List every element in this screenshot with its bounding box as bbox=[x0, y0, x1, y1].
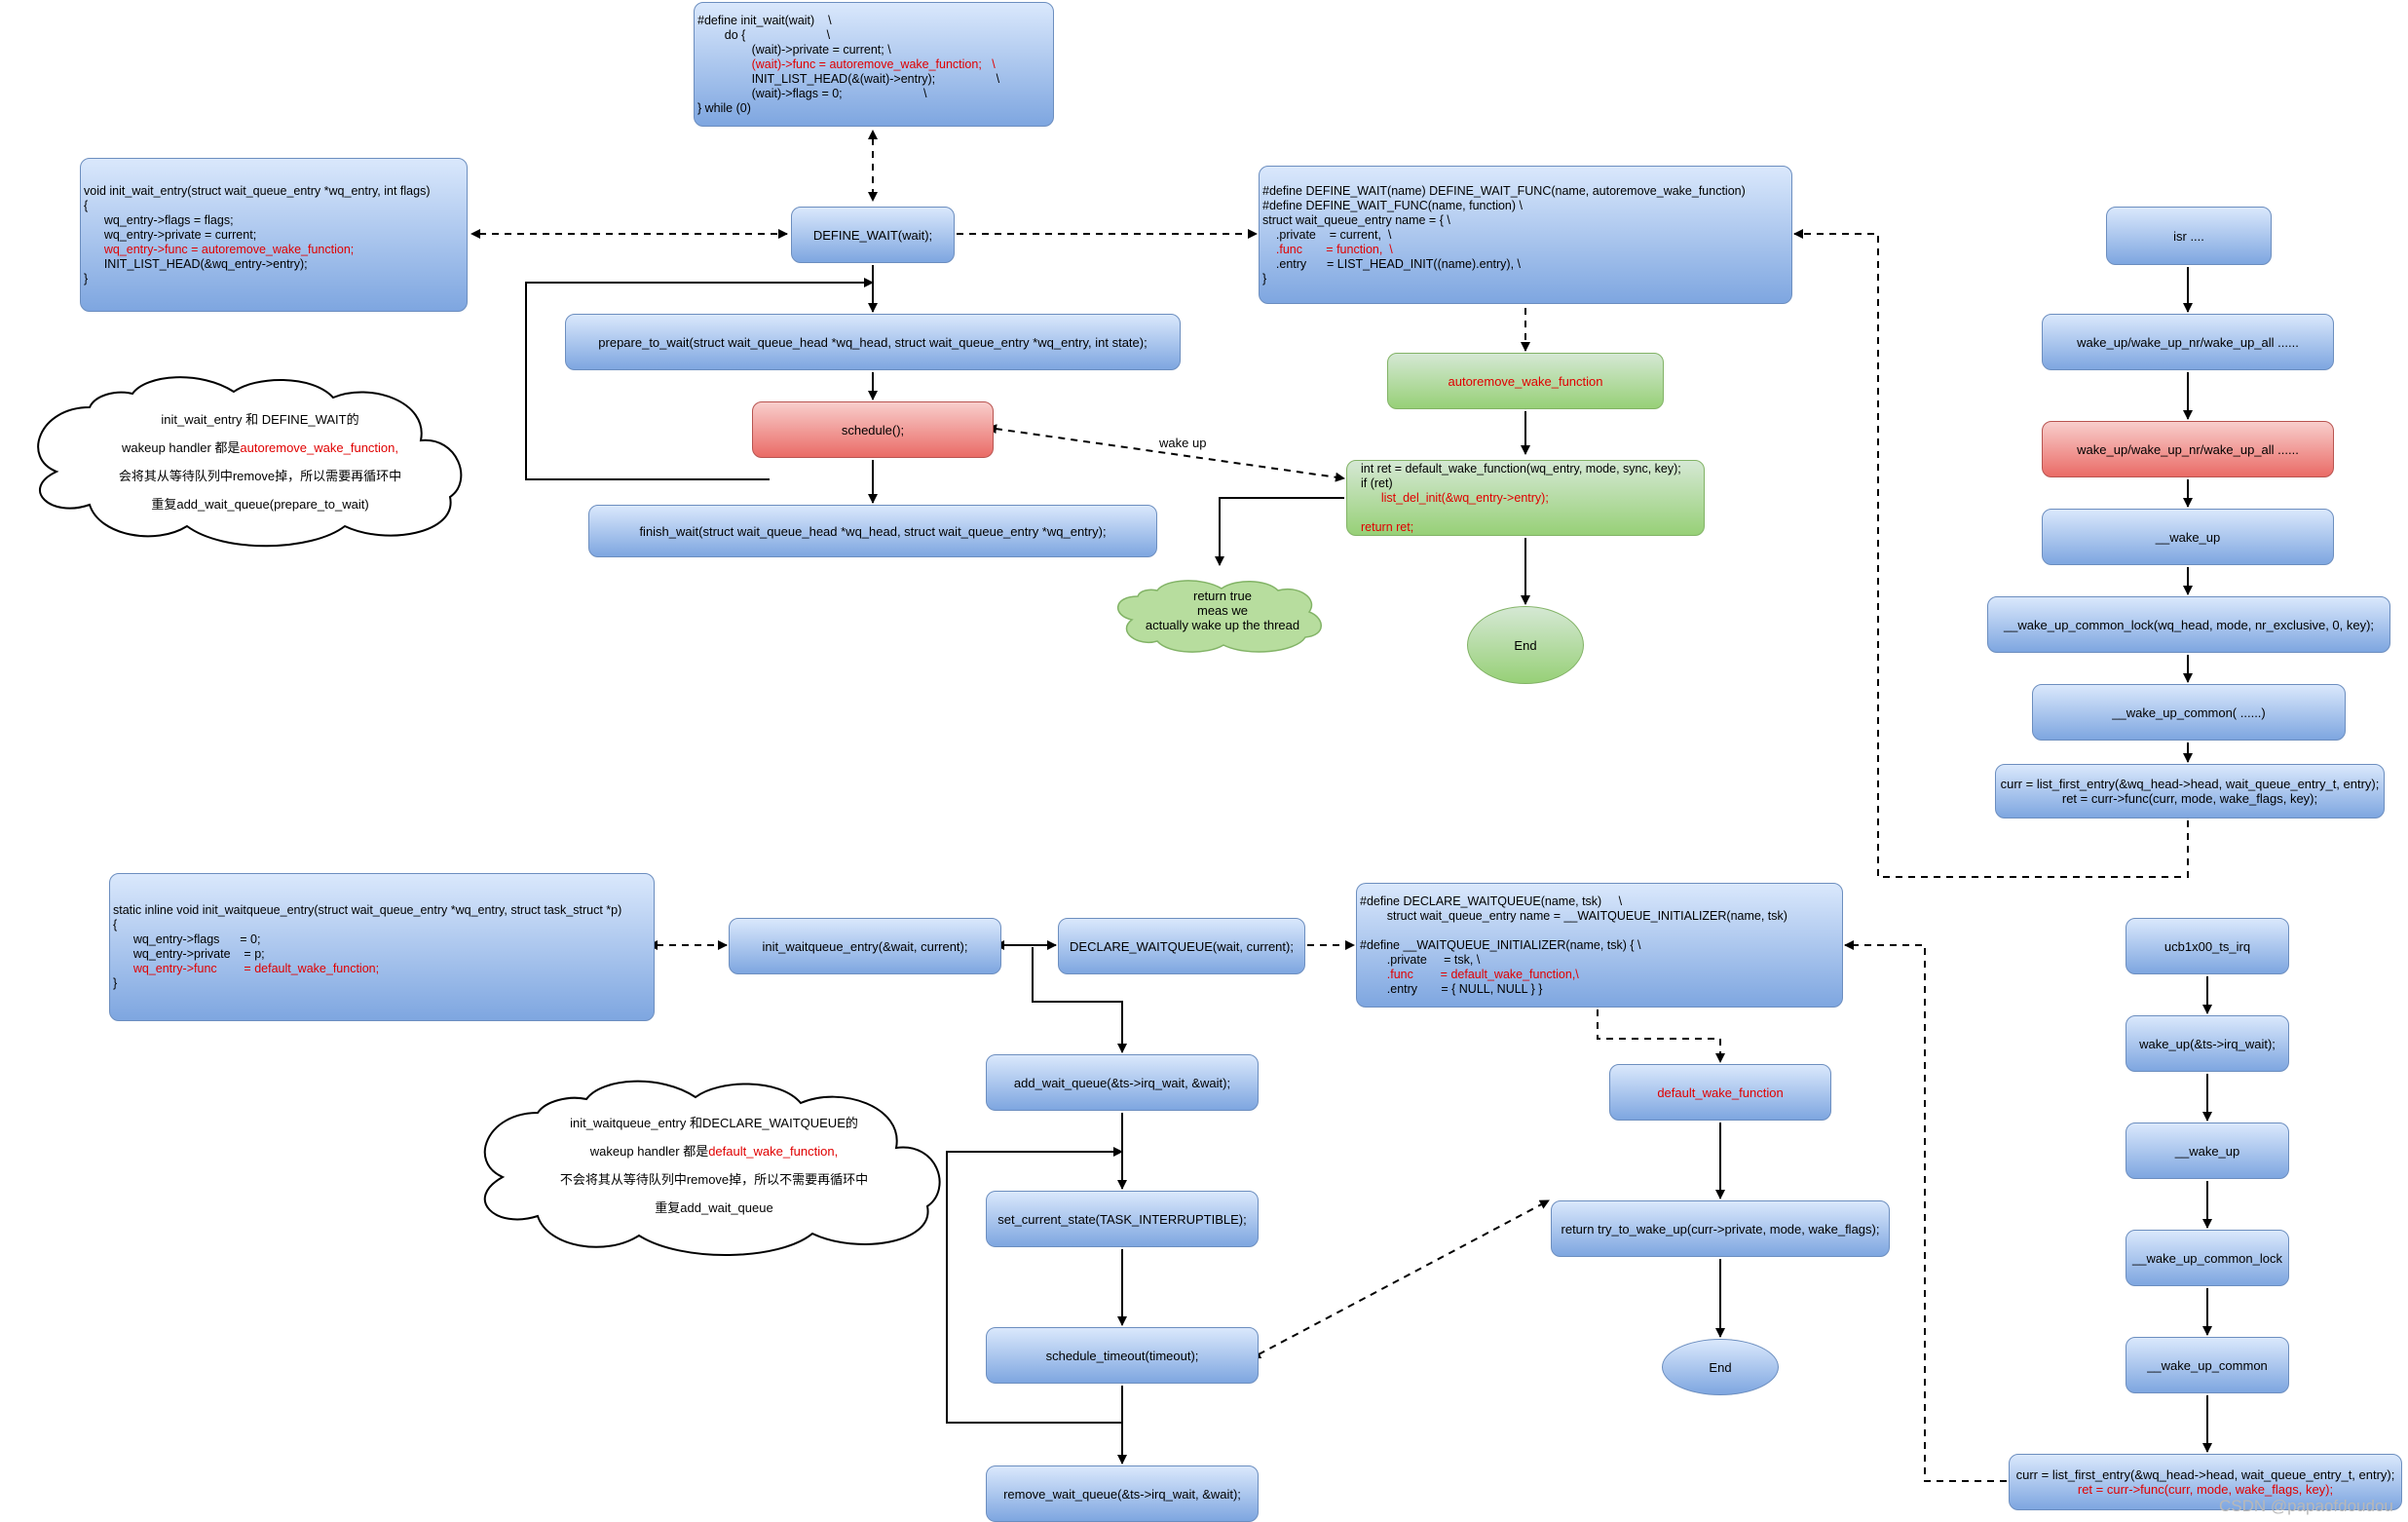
init-waitqueue-call-node: init_waitqueue_entry(&wait, current); bbox=[729, 918, 1001, 974]
curr-func-node-bottom: curr = list_first_entry(&wq_head->head, … bbox=[2009, 1454, 2402, 1510]
declare-waitqueue-macro-box: #define DECLARE_WAITQUEUE(name, tsk) \ s… bbox=[1356, 883, 1843, 1008]
cloud-shape bbox=[1116, 580, 1322, 653]
autoremove-note-cloud: init_wait_entry 和 DEFINE_WAIT的 wakeup ha… bbox=[118, 412, 402, 512]
init-wait-entry-box: void init_wait_entry(struct wait_queue_e… bbox=[80, 158, 468, 312]
finish-wait-node: finish_wait(struct wait_queue_head *wq_h… bbox=[588, 505, 1157, 557]
init-waitqueue-entry-def-code: static inline void init_waitqueue_entry(… bbox=[113, 903, 622, 990]
wake-up-common-node: __wake_up_common( ......) bbox=[2032, 684, 2346, 741]
isr-node: isr .... bbox=[2106, 207, 2272, 265]
define-wait-macro-box: #define DEFINE_WAIT(name) DEFINE_WAIT_FU… bbox=[1259, 166, 1792, 304]
define-wait-node: DEFINE_WAIT(wait); bbox=[791, 207, 955, 263]
try-to-wake-up-node: return try_to_wake_up(curr->private, mod… bbox=[1551, 1200, 1890, 1257]
define-wait-macro-code: #define DEFINE_WAIT(name) DEFINE_WAIT_FU… bbox=[1262, 183, 1746, 285]
wake-up-irq-wait-node: wake_up(&ts->irq_wait); bbox=[2126, 1015, 2289, 1072]
autoremove-wake-function-label: autoremove_wake_function bbox=[1448, 373, 1603, 389]
finish-wait-label: finish_wait(struct wait_queue_head *wq_h… bbox=[639, 523, 1107, 539]
curr-func-node-top: curr = list_first_entry(&wq_head->head, … bbox=[1995, 764, 2385, 818]
schedule-node: schedule(); bbox=[752, 401, 994, 458]
wake-up-internal-node: __wake_up bbox=[2042, 509, 2334, 565]
remove-wait-queue-node: remove_wait_queue(&ts->irq_wait, &wait); bbox=[986, 1465, 1259, 1522]
end-node-bottom: End bbox=[1662, 1339, 1779, 1395]
cloud-shape bbox=[483, 1080, 941, 1257]
prepare-to-wait-label: prepare_to_wait(struct wait_queue_head *… bbox=[598, 334, 1148, 350]
autoremove-body-box: int ret = default_wake_function(wq_entry… bbox=[1346, 460, 1705, 536]
prepare-to-wait-node: prepare_to_wait(struct wait_queue_head *… bbox=[565, 314, 1181, 370]
schedule-timeout-node: schedule_timeout(timeout); bbox=[986, 1327, 1259, 1384]
default-wake-note-cloud: init_waitqueue_entry 和DECLARE_WAITQUEUE的… bbox=[559, 1116, 869, 1215]
init-wait-macro-code: #define init_wait(wait) \ do { \ (wait)-… bbox=[697, 13, 1000, 115]
ucb1x00-ts-irq-node: ucb1x00_ts_irq bbox=[2126, 918, 2289, 974]
default-wake-function-node: default_wake_function bbox=[1609, 1064, 1831, 1121]
define-wait-label: DEFINE_WAIT(wait); bbox=[812, 227, 933, 243]
declare-waitqueue-call-node: DECLARE_WAITQUEUE(wait, current); bbox=[1058, 918, 1305, 974]
wake-up-common-lock-node: __wake_up_common_lock(wq_head, mode, nr_… bbox=[1987, 596, 2390, 653]
wake-up-common-lock-node-bottom: __wake_up_common_lock bbox=[2126, 1230, 2289, 1286]
wake-up-node-1: wake_up/wake_up_nr/wake_up_all ...... bbox=[2042, 314, 2334, 370]
init-waitqueue-entry-def-box: static inline void init_waitqueue_entry(… bbox=[109, 873, 655, 1021]
autoremove-wake-function-node: autoremove_wake_function bbox=[1387, 353, 1664, 409]
wake-up-internal-node-bottom: __wake_up bbox=[2126, 1122, 2289, 1179]
wake-up-edge-label: wake up bbox=[1159, 436, 1207, 450]
wake-up-common-node-bottom: __wake_up_common bbox=[2126, 1337, 2289, 1393]
wake-up-node-2: wake_up/wake_up_nr/wake_up_all ...... bbox=[2042, 421, 2334, 477]
declare-waitqueue-macro-code: #define DECLARE_WAITQUEUE(name, tsk) \ s… bbox=[1360, 894, 1787, 996]
autoremove-body-code: int ret = default_wake_function(wq_entry… bbox=[1361, 461, 1681, 534]
csdn-watermark: CSDN @papaofdoudou bbox=[2219, 1497, 2393, 1515]
end-node-top: End bbox=[1467, 606, 1584, 684]
set-current-state-node: set_current_state(TASK_INTERRUPTIBLE); bbox=[986, 1191, 1259, 1247]
add-wait-queue-node: add_wait_queue(&ts->irq_wait, &wait); bbox=[986, 1054, 1259, 1111]
schedule-label: schedule(); bbox=[841, 422, 905, 438]
init-wait-entry-code: void init_wait_entry(struct wait_queue_e… bbox=[84, 183, 431, 285]
return-true-note: return true meas we actually wake up the… bbox=[1145, 589, 1300, 632]
cloud-shape bbox=[37, 376, 463, 548]
init-wait-macro-box: #define init_wait(wait) \ do { \ (wait)-… bbox=[694, 2, 1054, 127]
